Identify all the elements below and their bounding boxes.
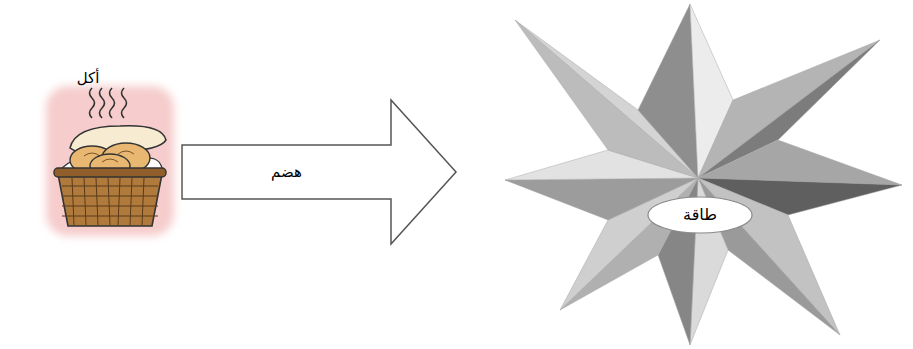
basket-body [58, 174, 162, 226]
weave-line [72, 178, 74, 225]
energy-label: طاقة [683, 205, 717, 224]
steam-line [110, 88, 115, 118]
star-shape [458, 0, 908, 349]
food-basket-node: أكل [40, 60, 180, 240]
basket-shape [40, 60, 180, 240]
food-label: أكل [77, 69, 100, 87]
arrow-label: هضم [269, 163, 304, 181]
steam-line [122, 88, 127, 118]
weave-line [84, 178, 86, 225]
starburst-figure [505, 4, 902, 345]
weave-line [62, 206, 158, 207]
steam-line [90, 88, 95, 118]
weave-line [118, 178, 120, 225]
label-ellipse [648, 197, 752, 233]
weave-line [96, 178, 98, 225]
starburst-facet [515, 20, 698, 178]
weave-line [130, 178, 132, 225]
roll-score [102, 159, 118, 162]
steam-line [100, 88, 105, 118]
roll-score [84, 153, 100, 156]
roll-score [118, 151, 134, 154]
weave-line [142, 178, 144, 225]
energy-starburst: طاقة [458, 0, 908, 349]
basket-rim [54, 168, 166, 177]
starburst-facet [698, 140, 902, 185]
weave-line [108, 178, 110, 225]
bread-basket-icon [54, 88, 166, 226]
block-arrow [182, 100, 456, 244]
pink-backdrop [46, 86, 174, 236]
